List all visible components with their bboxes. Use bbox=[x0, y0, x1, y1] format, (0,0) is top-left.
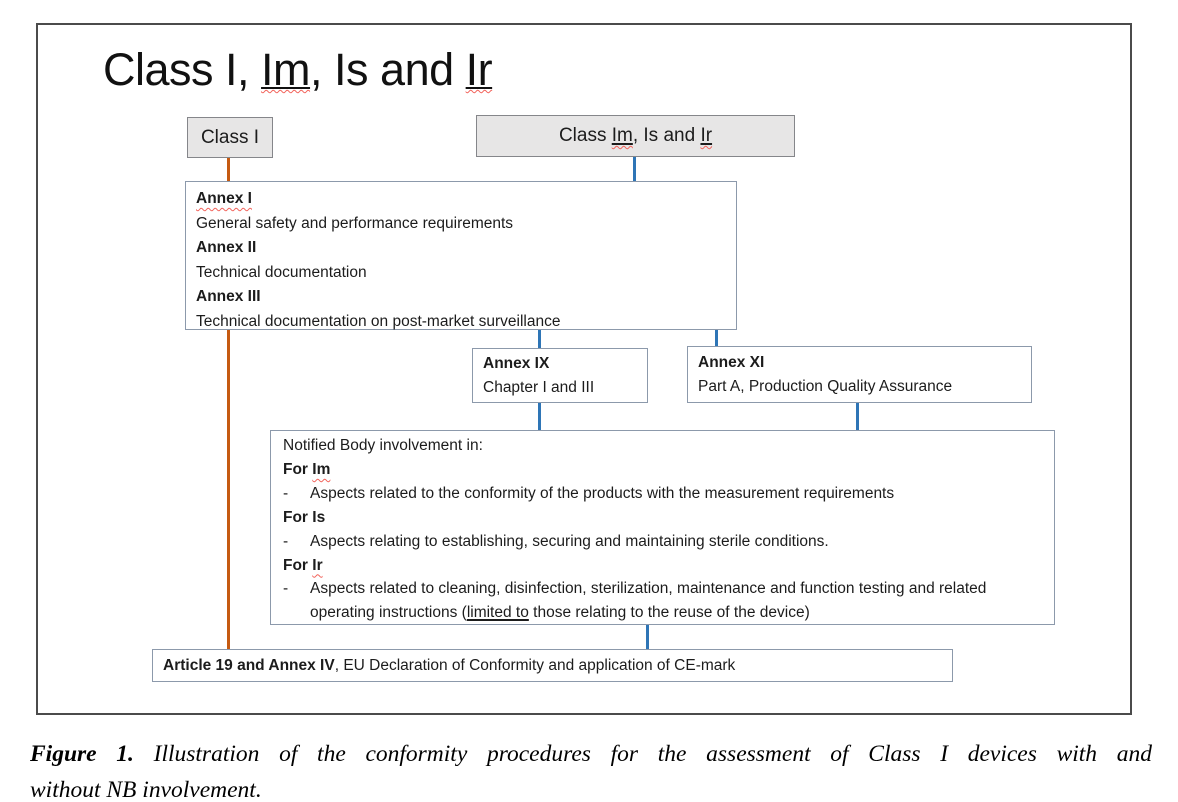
notified-body-box: Notified Body involvement in: For Im - A… bbox=[270, 430, 1055, 625]
class-i-box: Class I bbox=[187, 117, 273, 158]
class-im-token: Im bbox=[611, 125, 633, 146]
annex-ix-desc: Chapter I and III bbox=[483, 379, 595, 396]
annex-ix-box: Annex IX Chapter I and III bbox=[472, 348, 648, 403]
figure-title: Class I, Im, Is and Ir bbox=[103, 44, 493, 96]
for-im-label: For Im bbox=[283, 460, 331, 478]
connector-annex-main-to-annex-xi bbox=[715, 330, 718, 346]
figure-frame bbox=[36, 23, 1132, 715]
annex-xi-desc: Part A, Production Quality Assurance bbox=[698, 378, 953, 395]
limited-to-underline: limited to bbox=[466, 604, 529, 622]
connector-class-i-to-article bbox=[227, 158, 230, 649]
is-bullet: - Aspects relating to establishing, secu… bbox=[283, 530, 1042, 554]
ir-bullet: - Aspects related to cleaning, disinfect… bbox=[283, 577, 1042, 625]
connector-annex-xi-to-notified-body bbox=[856, 403, 859, 431]
connector-annex-main-to-annex-ix bbox=[538, 330, 541, 348]
annex-iii-desc: Technical documentation on post-market s… bbox=[196, 312, 561, 330]
annex-ii-label: Annex II bbox=[196, 239, 257, 256]
bullet-dash: - bbox=[283, 532, 289, 550]
im-token: Im bbox=[312, 460, 331, 478]
for-is-label: For Is bbox=[283, 508, 326, 526]
title-text-mid: , Is and bbox=[310, 44, 466, 95]
annex-i-ii-iii-box: Annex I General safety and performance r… bbox=[185, 181, 737, 330]
annex-xi-label: Annex XI bbox=[698, 354, 765, 371]
annex-xi-box: Annex XI Part A, Production Quality Assu… bbox=[687, 346, 1032, 403]
ir-token: Ir bbox=[312, 556, 323, 574]
connector-annex-ix-to-notified-body bbox=[538, 403, 541, 431]
caption-figure-label: Figure 1. bbox=[30, 741, 134, 767]
class-im-is-ir-box: Class Im, Is and Ir bbox=[476, 115, 795, 157]
title-ir-token: Ir bbox=[465, 44, 493, 95]
article-19-text: Article 19 and Annex IV, EU Declaration … bbox=[163, 656, 736, 674]
annex-iii-label: Annex III bbox=[196, 288, 261, 305]
caption-line-2: without NB involvement. bbox=[30, 777, 262, 802]
figure-caption: Figure 1. Illustration of the conformity… bbox=[30, 736, 1152, 802]
annex-ix-label: Annex IX bbox=[483, 355, 550, 372]
bullet-dash: - bbox=[283, 580, 289, 598]
annex-i-label: Annex I bbox=[196, 190, 252, 207]
article-19-box: Article 19 and Annex IV, EU Declaration … bbox=[152, 649, 953, 682]
title-text-pre: Class I, bbox=[103, 44, 262, 95]
class-im-label: Class Im, Is and Ir bbox=[558, 125, 713, 146]
connector-notified-body-to-article bbox=[646, 625, 649, 649]
im-bullet: - Aspects related to the conformity of t… bbox=[283, 482, 1042, 506]
for-ir-label: For Ir bbox=[283, 556, 323, 574]
caption-line-1: Figure 1. Illustration of the conformity… bbox=[30, 741, 1152, 767]
class-ir-token: Ir bbox=[700, 125, 713, 146]
annex-i-desc: General safety and performance requireme… bbox=[196, 214, 514, 232]
bullet-dash: - bbox=[283, 484, 289, 502]
title-im-token: Im bbox=[261, 44, 311, 95]
class-i-label: Class I bbox=[200, 126, 260, 148]
annex-ii-desc: Technical documentation bbox=[196, 263, 367, 281]
connector-classim-to-annex-main bbox=[633, 157, 636, 181]
notified-body-intro: Notified Body involvement in: bbox=[283, 437, 483, 454]
